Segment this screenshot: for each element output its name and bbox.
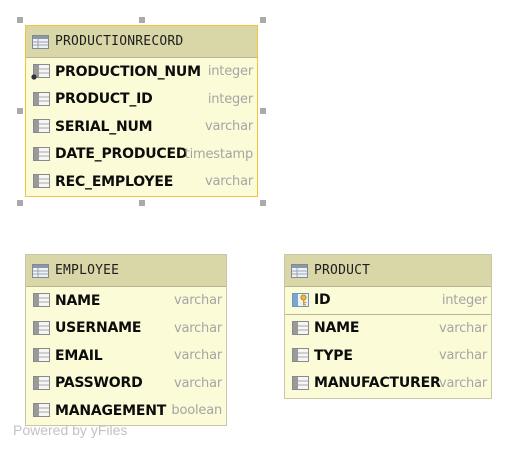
column-icon: [33, 320, 50, 335]
column-name: DATE_PRODUCED: [55, 146, 188, 163]
table-productionrecord[interactable]: PRODUCTIONRECORD PRODUCTION_NUM integer …: [25, 25, 258, 197]
column-name: SERIAL_NUM: [55, 118, 153, 135]
column-row-primary-key[interactable]: ID integer: [285, 287, 491, 315]
table-header: PRODUCTIONRECORD: [26, 26, 257, 58]
column-row[interactable]: MANUFACTURER varchar: [285, 370, 491, 398]
column-row[interactable]: NAME varchar: [285, 315, 491, 343]
table-icon: [32, 34, 49, 49]
column-icon: [33, 64, 50, 78]
column-row[interactable]: MANAGEMENT boolean: [26, 397, 226, 425]
table-title: EMPLOYEE: [55, 263, 120, 278]
column-type: varchar: [204, 119, 253, 135]
column-row[interactable]: REC_EMPLOYEE varchar: [26, 168, 257, 196]
column-icon: [292, 320, 309, 335]
column-type: varchar: [173, 348, 222, 364]
column-icon: [33, 174, 50, 188]
column-name: EMAIL: [55, 347, 103, 364]
column-name: REC_EMPLOYEE: [55, 173, 174, 190]
column-row[interactable]: EMAIL varchar: [26, 342, 226, 370]
column-icon: [33, 119, 50, 133]
column-row[interactable]: PASSWORD varchar: [26, 370, 226, 398]
selection-handle-bottom-center[interactable]: [139, 200, 145, 206]
column-type: integer: [441, 292, 487, 308]
column-icon: [33, 375, 50, 390]
column-type: varchar: [173, 320, 222, 336]
column-row[interactable]: PRODUCTION_NUM integer: [26, 58, 257, 86]
column-type: integer: [207, 91, 253, 107]
selection-handle-bottom-left[interactable]: [17, 200, 23, 206]
column-type: varchar: [438, 320, 487, 336]
column-row[interactable]: PRODUCT_ID integer: [26, 86, 257, 114]
column-type: timestamp: [184, 146, 254, 162]
column-name: ID: [314, 292, 331, 309]
column-icon: [33, 146, 50, 161]
column-name: PRODUCTION_NUM: [55, 63, 201, 80]
table-icon: [32, 263, 49, 278]
column-type: boolean: [171, 403, 222, 419]
primary-key-icon: [292, 293, 309, 307]
table-header: PRODUCT: [285, 255, 491, 287]
column-icon: [292, 375, 309, 390]
column-type: varchar: [438, 348, 487, 364]
column-name: NAME: [314, 320, 360, 337]
column-name: PRODUCT_ID: [55, 91, 153, 108]
column-type: varchar: [173, 375, 222, 391]
selection-handle-top-right[interactable]: [260, 17, 266, 23]
column-icon: [33, 293, 50, 307]
index-dot-icon: [31, 74, 37, 80]
column-row[interactable]: NAME varchar: [26, 287, 226, 315]
table-product[interactable]: PRODUCT ID integer NAME varchar TY: [284, 254, 492, 399]
column-type: varchar: [173, 293, 222, 309]
selection-handle-middle-left[interactable]: [17, 108, 23, 114]
column-name: TYPE: [314, 347, 353, 364]
column-row[interactable]: TYPE varchar: [285, 342, 491, 370]
column-name: MANAGEMENT: [55, 402, 167, 419]
table-title: PRODUCT: [314, 263, 371, 278]
column-icon: [33, 91, 50, 106]
column-name: USERNAME: [55, 320, 142, 337]
column-name: PASSWORD: [55, 375, 143, 392]
column-name: NAME: [55, 292, 101, 309]
table-title: PRODUCTIONRECORD: [55, 34, 184, 49]
selection-handle-bottom-right[interactable]: [260, 200, 266, 206]
selection-handle-middle-right[interactable]: [260, 108, 266, 114]
column-icon: [33, 348, 50, 362]
column-row[interactable]: SERIAL_NUM varchar: [26, 113, 257, 141]
column-icon: [292, 348, 309, 362]
column-name: MANUFACTURER: [314, 375, 441, 392]
column-type: varchar: [204, 174, 253, 190]
column-icon: [33, 403, 50, 417]
column-type: integer: [207, 64, 253, 80]
selection-handle-top-left[interactable]: [17, 17, 23, 23]
table-icon: [291, 263, 308, 278]
column-row[interactable]: DATE_PRODUCED timestamp: [26, 141, 257, 169]
column-type: varchar: [438, 375, 487, 391]
table-header: EMPLOYEE: [26, 255, 226, 287]
watermark: Powered by yFiles: [13, 422, 128, 438]
selection-handle-top-center[interactable]: [139, 17, 145, 23]
column-row[interactable]: USERNAME varchar: [26, 315, 226, 343]
table-employee[interactable]: EMPLOYEE NAME varchar USERNAME varchar E…: [25, 254, 227, 426]
